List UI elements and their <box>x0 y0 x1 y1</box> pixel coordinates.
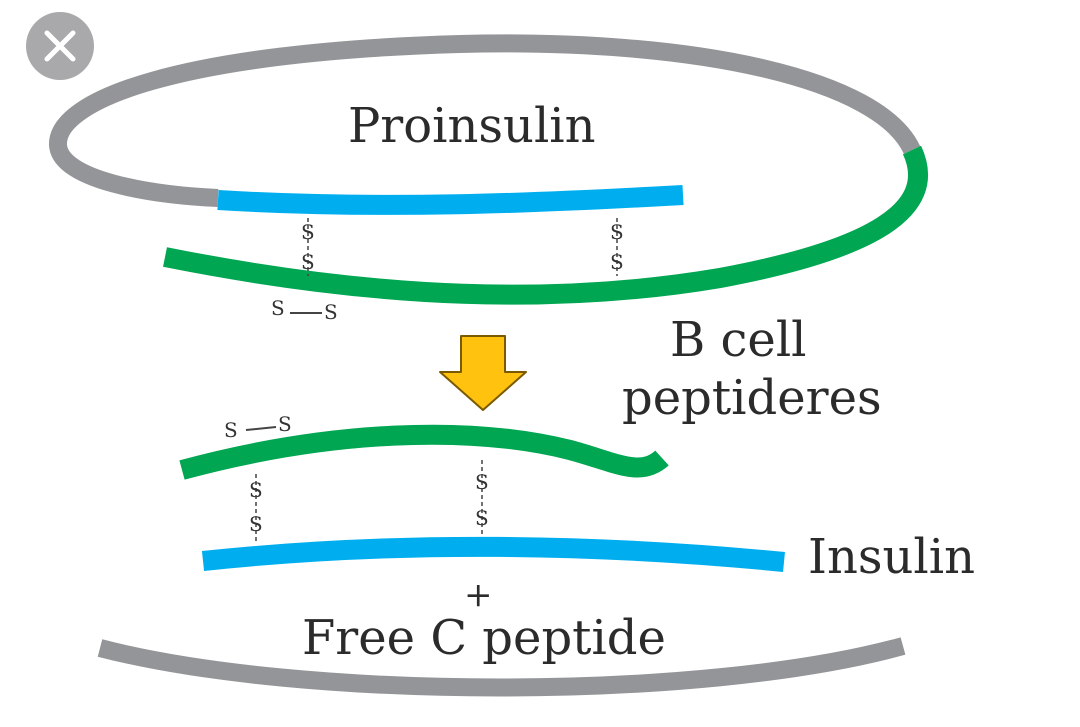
sulfur-label: S <box>475 506 489 530</box>
sulfur-label: S <box>249 512 263 536</box>
insulin-label: Insulin <box>808 529 976 585</box>
sulfur-label: S <box>610 250 624 274</box>
processing-arrow <box>439 335 527 411</box>
sulfur-label: S <box>324 300 338 324</box>
sulfur-label: S <box>271 296 285 320</box>
free-c-peptide <box>97 637 906 697</box>
sulfur-label: S <box>475 470 489 494</box>
sulfur-label: S <box>224 418 238 442</box>
insulin-b-chain <box>179 424 669 480</box>
free-c-peptide-label: Free C peptide <box>302 610 666 666</box>
proinsulin-c-peptide-loop <box>49 34 921 207</box>
insulin-intrachain-bond <box>245 426 277 431</box>
sulfur-label: S <box>301 220 315 244</box>
proinsulin-label: Proinsulin <box>348 98 596 154</box>
sulfur-label: S <box>301 250 315 274</box>
enzyme-label-line2: peptideres <box>622 370 882 426</box>
proinsulin-a-chain <box>217 185 684 215</box>
enzyme-label-line1: B cell <box>670 312 807 368</box>
sulfur-label: S <box>610 220 624 244</box>
sulfur-label: S <box>278 412 292 436</box>
close-icon <box>44 30 76 62</box>
close-button[interactable] <box>26 12 94 80</box>
proinsulin-b-chain <box>163 145 928 305</box>
insulin-a-chain <box>201 536 785 572</box>
sulfur-label: S <box>249 478 263 502</box>
plus-sign: + <box>464 575 493 615</box>
